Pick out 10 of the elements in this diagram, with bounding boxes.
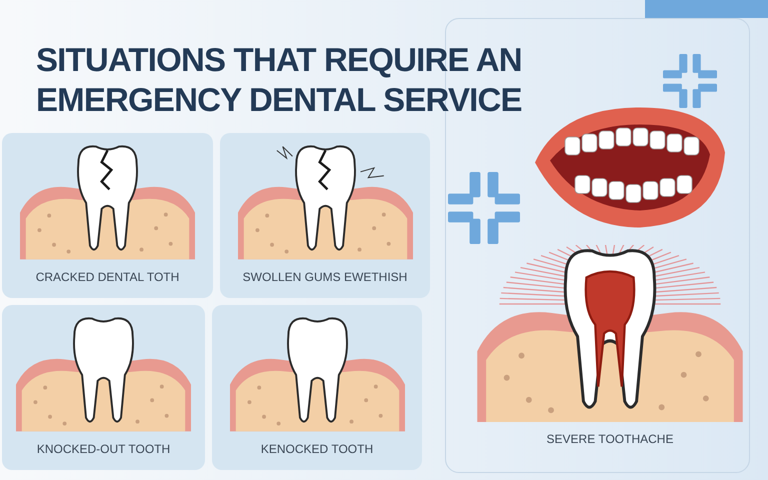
situation-label: SEVERE TOOTHACHE	[546, 431, 674, 448]
title: SITUATIONS THAT REQUIRE AN EMERGENCY DENTAL SERVICE	[36, 40, 523, 120]
situation-card	[212, 305, 422, 470]
situation-card	[2, 133, 213, 298]
situation-label: CRACKED DENTAL TOTH	[36, 269, 180, 286]
situation-card	[220, 133, 430, 298]
situation-label: SWOLLEN GUMS EWETHISH	[242, 269, 408, 286]
situation-label: KENOCKED TOOTH	[260, 441, 374, 458]
situation-card	[2, 305, 205, 470]
situation-label: KNOCKED-OUT TOOTH	[36, 441, 170, 458]
